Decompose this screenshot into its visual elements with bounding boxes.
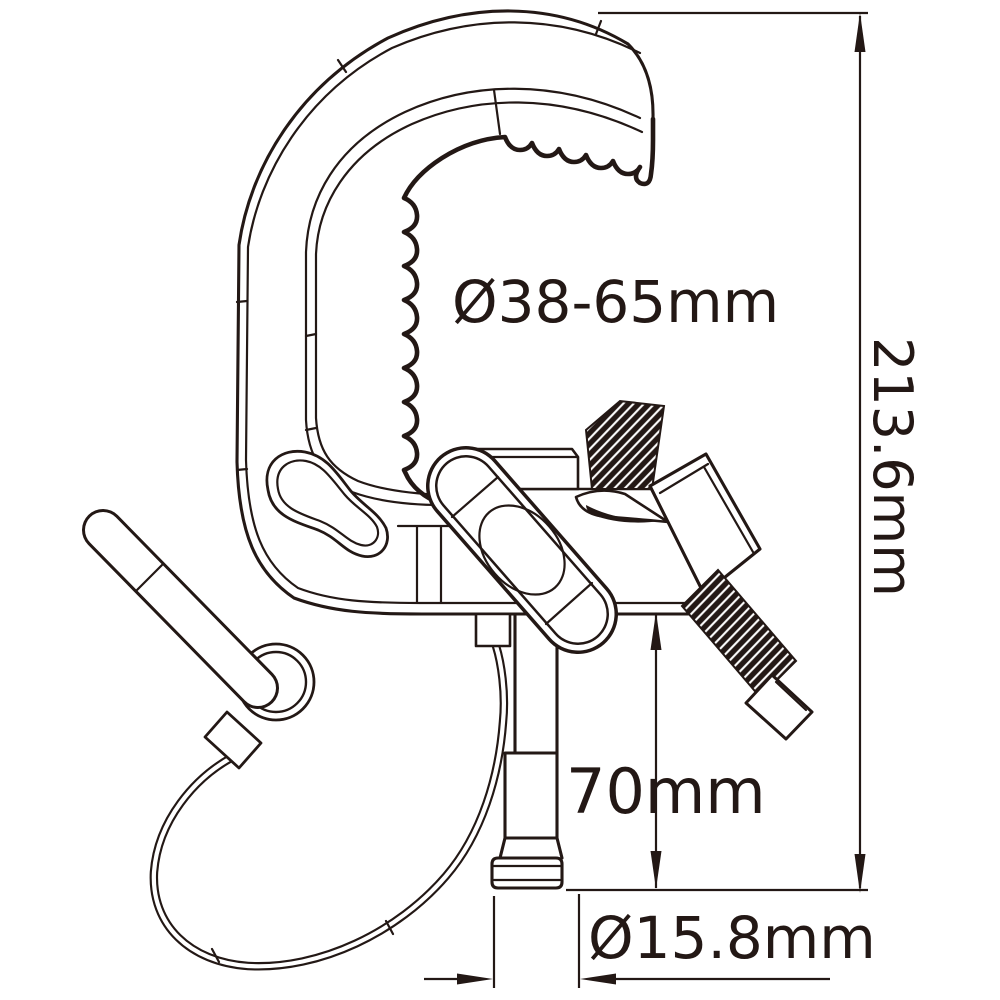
arrow-right-icon [457, 973, 493, 985]
wing-knob [426, 446, 618, 654]
bolt-upper-thread [584, 399, 666, 490]
cable-ferrule [203, 710, 263, 770]
overall-height-label: 213.6mm [861, 337, 924, 597]
spigot-diameter-label: Ø15.8mm [588, 904, 876, 972]
knob-hub [478, 504, 566, 596]
serrated-jaw [401, 116, 656, 509]
spigot-flange [490, 856, 564, 890]
bolt-lower-thread [680, 568, 798, 699]
c-clamp-body [235, 9, 703, 616]
kidney-cutout [265, 449, 389, 559]
safety-pin [82, 509, 279, 709]
spigot-length-label: 70mm [566, 755, 766, 828]
arrow-down-icon [854, 854, 866, 893]
cable-tab [474, 612, 512, 648]
channel-line-outer [304, 87, 642, 507]
section-ticks [235, 19, 603, 472]
arrow-up-icon [650, 612, 662, 650]
spigot [490, 612, 564, 890]
dimension-spigot-length: 70mm [566, 612, 766, 889]
channel-line-inner [314, 101, 644, 497]
safety-cable [149, 641, 509, 971]
trigger-block [648, 452, 762, 596]
clamp-range-label: Ø38-65mm [452, 268, 779, 336]
arrow-left-icon [580, 973, 616, 985]
arrow-up-icon [854, 13, 866, 52]
threaded-bolt [584, 399, 666, 490]
bolt-tip [744, 673, 814, 741]
dimension-clamp-range: Ø38-65mm [452, 268, 779, 336]
dimension-spigot-diameter: Ø15.8mm [424, 894, 876, 988]
cable-ticks [210, 919, 395, 964]
bolt-lower [680, 568, 814, 741]
dimension-overall-height: 213.6mm [566, 11, 924, 893]
trigger-wedge [574, 489, 670, 524]
arrow-down-icon [650, 851, 662, 889]
